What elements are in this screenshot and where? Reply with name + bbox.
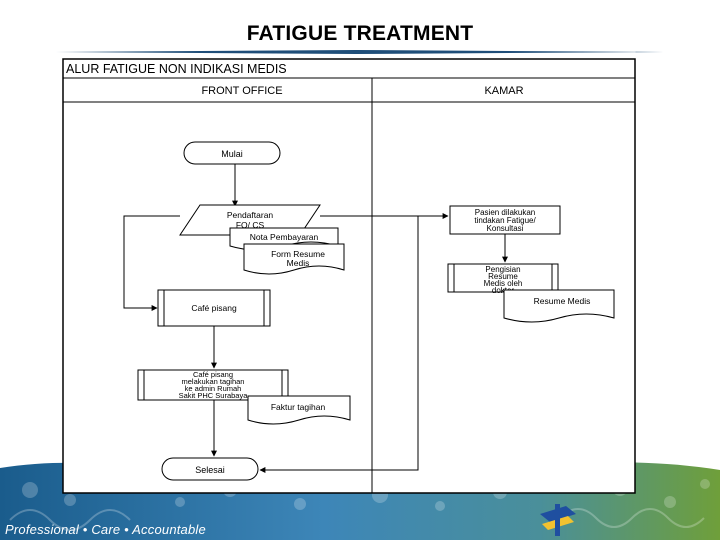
fill-label-3: Medis oleh [484,279,523,288]
flowchart: ALUR FATIGUE NON INDIKASI MEDIS FRONT OF… [62,58,636,494]
page-title: FATIGUE TREATMENT [246,22,474,45]
end-label: Selesai [195,465,225,475]
invoice-doc [247,395,351,425]
billing-label-3: ke admin Rumah [185,384,242,393]
end-node [161,457,259,481]
billing-label-1: Café pisang [193,370,233,379]
resume-form-label-1: Form Resume [271,249,325,259]
registration-label-1: Pendaftaran [227,210,274,220]
fatigue-label-2: tindakan Fatigue/ [474,216,536,225]
resume-form-label-2: Medis [287,258,310,268]
resume-medis-label: Resume Medis [534,296,591,306]
fill-label-4: dokter [492,286,515,295]
fatigue-node [449,205,561,235]
title-underline [56,50,664,54]
payment-note-label: Nota Pembayaran [250,232,319,242]
start-node [183,141,281,165]
diagram-heading: ALUR FATIGUE NON INDIKASI MEDIS [66,62,287,76]
registration-label-2: FO/ CS [236,220,265,230]
fill-label-1: Pengisian [485,265,520,274]
cafe-label: Café pisang [191,303,237,313]
start-label: Mulai [221,149,243,159]
lane-kamar: KAMAR [484,85,523,97]
billing-label-2: melakukan tagihan [182,377,245,386]
resume-form-doc [243,243,345,275]
fill-resume-node [447,263,559,293]
resume-medis-doc [503,289,615,323]
footer-tagline: Professional • Care • Accountable [5,522,206,537]
cafe-node [157,289,271,327]
fill-label-2: Resume [488,272,518,281]
fatigue-label-1: Pasien dilakukan [475,208,535,217]
fatigue-label-3: Konsultasi [487,224,524,233]
billing-node [137,369,289,401]
billing-label-4: Sakit PHC Surabaya [179,391,249,400]
invoice-label: Faktur tagihan [271,402,326,412]
lane-front-office: FRONT OFFICE [201,85,282,97]
company-logo [540,504,576,536]
